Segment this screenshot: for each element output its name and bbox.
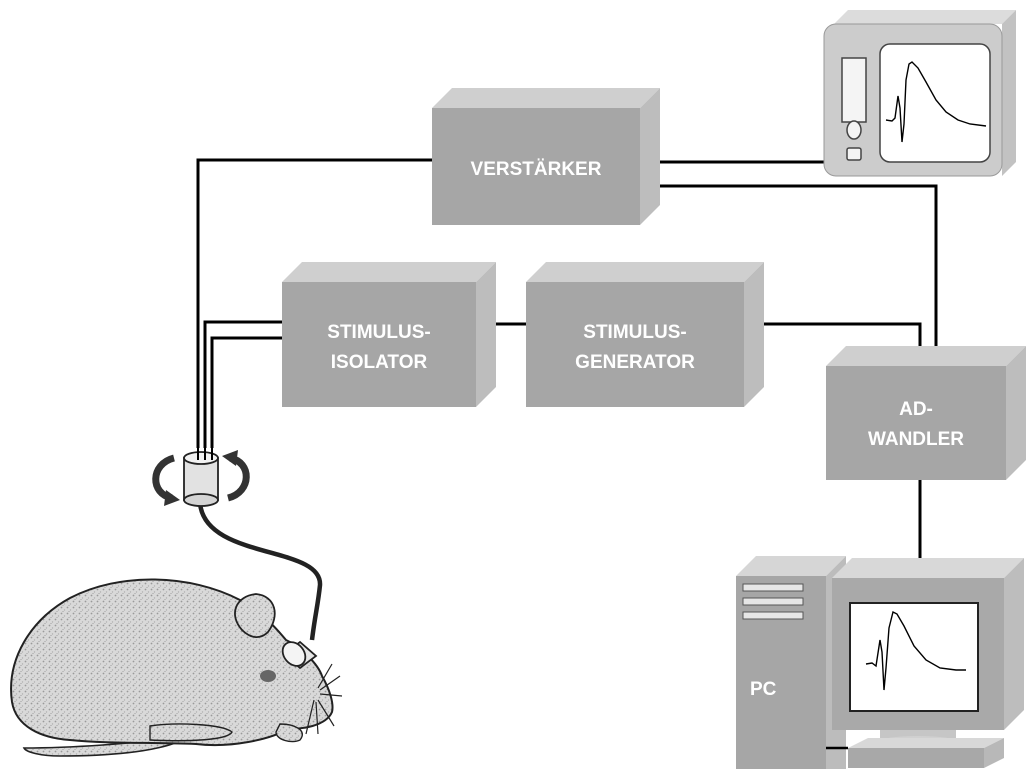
pc-drive-bay-3 bbox=[742, 611, 804, 620]
ad-converter-label-line2: WANDLER bbox=[868, 429, 964, 450]
rat-paw bbox=[275, 723, 303, 743]
pc-label: PC bbox=[750, 679, 777, 700]
rat-illustration bbox=[10, 578, 343, 757]
oscilloscope-trace bbox=[885, 61, 987, 143]
ad-converter-label-line1: AD- bbox=[899, 399, 933, 420]
amplifier-label: VERSTÄRKER bbox=[471, 159, 602, 180]
oscilloscope-knob bbox=[846, 120, 862, 140]
wire-electrode-to-isolator-1 bbox=[203, 320, 282, 448]
amplifier-box: VERSTÄRKER bbox=[432, 88, 660, 225]
oscilloscope bbox=[823, 10, 1016, 177]
rat-headstage bbox=[281, 640, 318, 670]
rat-front-paw bbox=[149, 723, 233, 742]
rat-whiskers bbox=[305, 663, 343, 735]
pc: PC bbox=[736, 556, 1024, 769]
rotate-right-icon bbox=[226, 454, 250, 502]
rat-ear bbox=[234, 593, 276, 638]
wire-amplifier-to-ad-converter bbox=[652, 184, 938, 380]
wire-electrode-to-isolator-2 bbox=[210, 336, 282, 448]
pc-tower-top bbox=[736, 556, 846, 576]
rotate-left-icon bbox=[152, 454, 176, 502]
wire-electrode-to-amplifier bbox=[196, 158, 432, 448]
stimulus-generator-label-line1: STIMULUS- bbox=[583, 322, 686, 343]
oscilloscope-display-slot bbox=[841, 57, 867, 123]
rat-eye bbox=[260, 670, 276, 682]
rat-body bbox=[10, 578, 334, 747]
stimulus-isolator-box: STIMULUS- ISOLATOR bbox=[282, 262, 496, 407]
ad-converter-box: AD- WANDLER bbox=[826, 346, 1026, 480]
stimulus-generator-label-line2: GENERATOR bbox=[575, 352, 695, 373]
stimulus-isolator-label-line2: ISOLATOR bbox=[331, 352, 428, 373]
oscilloscope-button bbox=[846, 147, 862, 161]
pc-monitor-base bbox=[848, 748, 984, 768]
cable-commutator-to-headstage bbox=[197, 502, 323, 641]
stimulus-generator-box: STIMULUS- GENERATOR bbox=[526, 262, 764, 407]
pc-tower bbox=[736, 576, 826, 769]
pc-drive-bay-1 bbox=[742, 583, 804, 592]
commutator bbox=[152, 448, 250, 507]
pc-monitor-neck bbox=[880, 730, 956, 740]
pc-monitor-trace bbox=[865, 610, 966, 691]
stimulus-isolator-label-line1: STIMULUS- bbox=[327, 322, 430, 343]
pc-monitor-screen bbox=[849, 602, 979, 712]
pc-drive-bay-2 bbox=[742, 597, 804, 606]
